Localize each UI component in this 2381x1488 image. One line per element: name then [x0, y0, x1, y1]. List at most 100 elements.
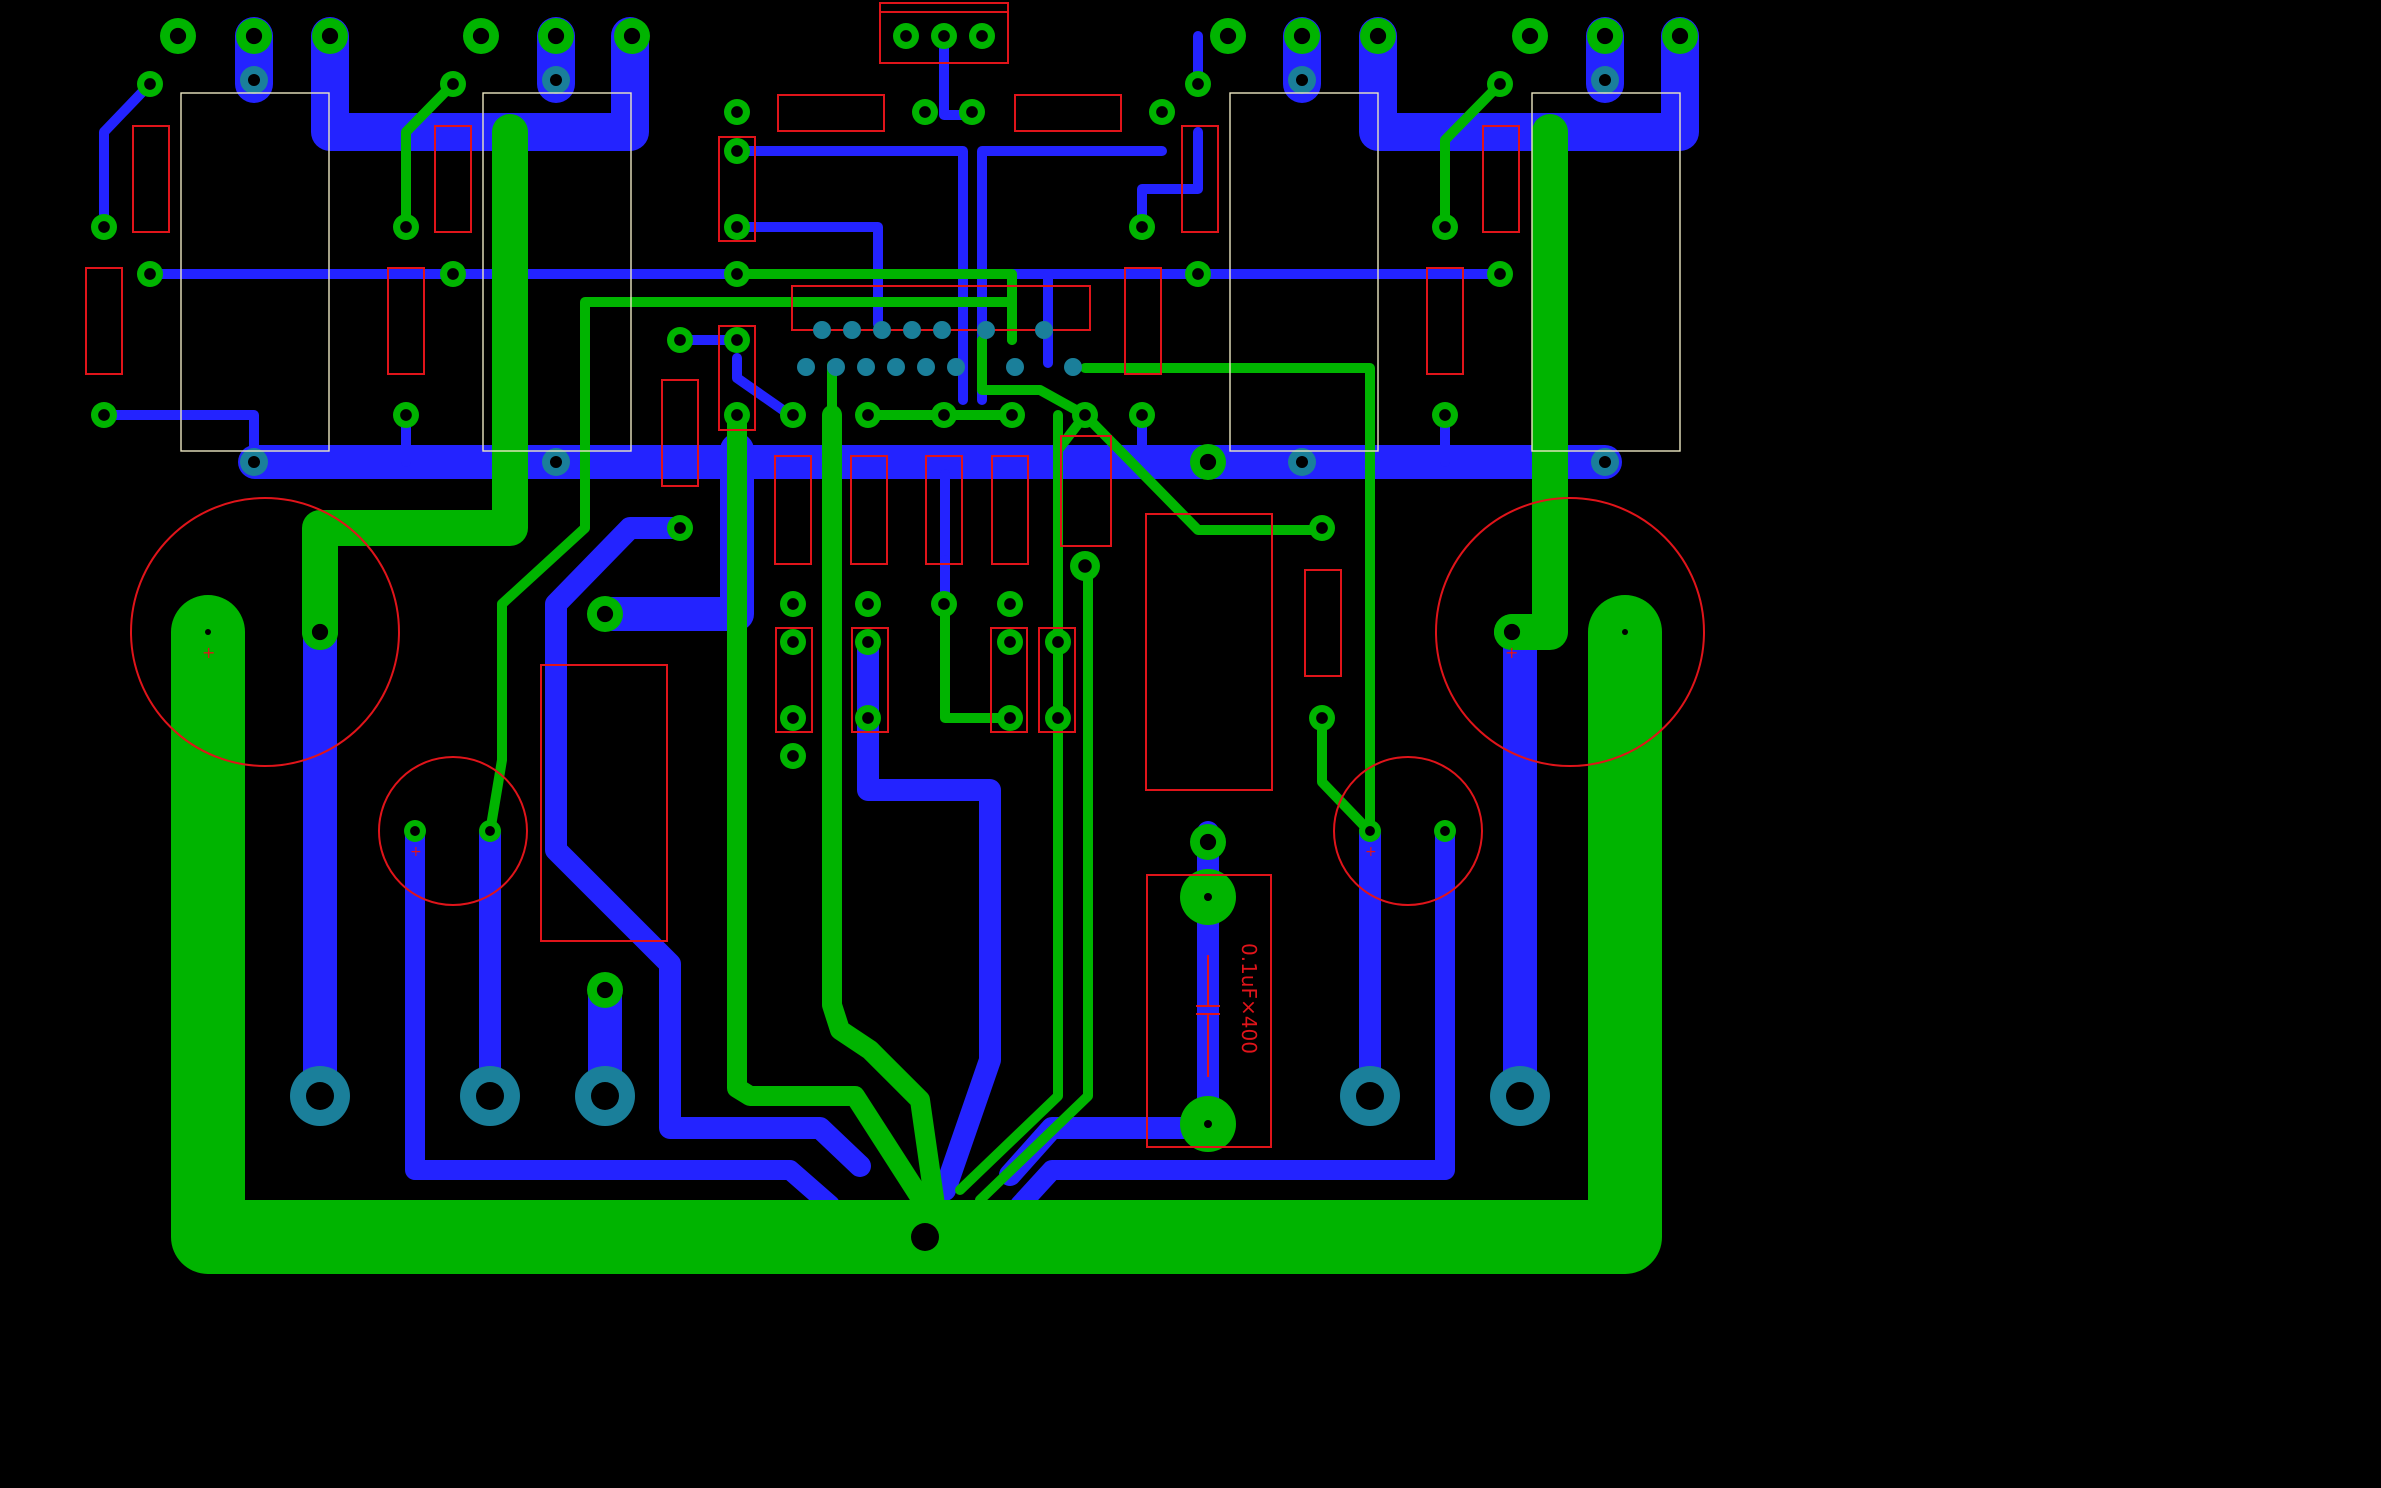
top-trace-fine-4: [732, 269, 1017, 345]
connector-pin-top-6: [977, 321, 995, 339]
connector-pin-bottom-2: [827, 358, 845, 376]
film-cap-pad-hole-2: [1204, 1120, 1212, 1128]
pad-hole-35: [674, 334, 686, 346]
via-small-8: [1591, 66, 1619, 94]
connector-pin-bottom-4: [887, 358, 905, 376]
pad-hole-46: [1439, 409, 1451, 421]
bottom-trace-center-2: [732, 222, 883, 329]
connector-pins: [797, 321, 1082, 376]
top-trace-fine-2: [1440, 79, 1505, 232]
film-cap-pad-hole-1: [1204, 893, 1212, 901]
pad-hole-22: [966, 106, 978, 118]
pad-hole-52: [787, 598, 799, 610]
pad-hole-62: [1004, 712, 1016, 724]
connector-pin-bottom-7: [1006, 358, 1024, 376]
pad-hole-16: [144, 78, 156, 90]
transistor-outline-4: [1531, 92, 1681, 452]
polarity-mark-right: +: [1505, 643, 1518, 662]
pad-hole-42: [938, 409, 950, 421]
top-trace-center-a: [727, 405, 935, 1215]
pad-hole-70: [1199, 833, 1217, 851]
big-component-right: [1145, 513, 1273, 791]
pad-hole-65: [1316, 712, 1328, 724]
pad-hole-18: [1192, 78, 1204, 90]
pad-hole-44: [1079, 409, 1091, 421]
resistor-v-1: [132, 125, 170, 233]
resistor-small-2: [851, 627, 889, 733]
bottom-trace-top-right-u: [1359, 17, 1699, 151]
header-top-outline: [879, 2, 1009, 64]
top-trace-fine-6: [1080, 363, 1375, 837]
resistor-v-10: [718, 325, 756, 431]
pad-hole-48: [674, 522, 686, 534]
resistor-v-2: [85, 267, 123, 375]
via-large-1: [290, 1066, 350, 1126]
pad-hole-53: [862, 598, 874, 610]
capacitor-symbol: [1196, 955, 1220, 1077]
pad-hole-50: [596, 605, 614, 623]
bottom-trace-l-ring: [405, 822, 840, 1215]
transistor-outline-2: [482, 92, 632, 452]
pad-hole-40: [787, 409, 799, 421]
connector-pin-top-2: [843, 321, 861, 339]
transistor-outline-3: [1229, 92, 1379, 452]
electrolytic-cap-right: [1435, 497, 1705, 767]
connector-pin-top-7: [1035, 321, 1053, 339]
pad-hole-6: [623, 27, 641, 45]
top-trace-center-b: [822, 405, 945, 1215]
transistor-outline-1: [180, 92, 330, 452]
pad-hole-68: [1365, 826, 1375, 836]
via-small-2: [542, 448, 570, 476]
pad-hole-29: [731, 221, 743, 233]
polarity-mark-small-right: +: [1365, 844, 1377, 860]
pad-hole-3: [321, 27, 339, 45]
pad-hole-55: [1004, 598, 1016, 610]
pad-hole-45: [1136, 409, 1148, 421]
resistor-v-9: [718, 136, 756, 242]
resistor-v-5: [1181, 125, 1219, 233]
pad-hole-30: [144, 268, 156, 280]
pad-hole-47: [1199, 453, 1217, 471]
via-small-1: [240, 448, 268, 476]
film-cap-value-label: 0.1uF×400: [1237, 943, 1261, 1054]
pad-hole-43: [1006, 409, 1018, 421]
via-small-6: [542, 66, 570, 94]
pad-hole-60: [787, 712, 799, 724]
pad-hole-41: [862, 409, 874, 421]
resistor-v-16: [1060, 435, 1112, 547]
connector-pin-top-3: [873, 321, 891, 339]
label-group: 0.1uF×400 + + + +: [202, 643, 1518, 1054]
pad-hole-69: [1440, 826, 1450, 836]
bottom-trace-top-left-u: [311, 17, 649, 151]
resistor-v-8: [1426, 267, 1464, 375]
connector-pin-bottom-3: [857, 358, 875, 376]
pad-hole-17: [447, 78, 459, 90]
resistor-v-17: [1304, 569, 1342, 677]
connector-header: [791, 285, 1091, 376]
component-outline-group: [85, 2, 1705, 1148]
pad-hole-2: [245, 27, 263, 45]
resistor-v-13: [850, 455, 888, 565]
bottom-trace-1445-low: [1010, 822, 1455, 1215]
top-trace-fine-1: [401, 79, 458, 232]
pad-hole-64: [787, 750, 799, 762]
pad-hole-36: [731, 334, 743, 346]
pad-hole-57: [862, 636, 874, 648]
pad-hole-58: [1004, 636, 1016, 648]
bottom-trace-868: [857, 631, 1001, 1201]
pad-hole-31: [447, 268, 459, 280]
pad-hole-73: [1503, 623, 1521, 641]
top-trace-center-d: [975, 559, 1093, 1205]
pad-hole-34: [1494, 268, 1506, 280]
via-small-3: [1288, 448, 1316, 476]
connector-pin-bottom-6: [947, 358, 965, 376]
pad-hole-26: [1136, 221, 1148, 233]
pad-hole-24: [98, 221, 110, 233]
resistor-v-15: [991, 455, 1029, 565]
electrolytic-cap-left: [130, 497, 400, 767]
resistor-top-1: [777, 94, 885, 132]
pad-hole-27: [1439, 221, 1451, 233]
connector-pin-bottom-1: [797, 358, 815, 376]
pad-group: [91, 18, 1698, 1152]
